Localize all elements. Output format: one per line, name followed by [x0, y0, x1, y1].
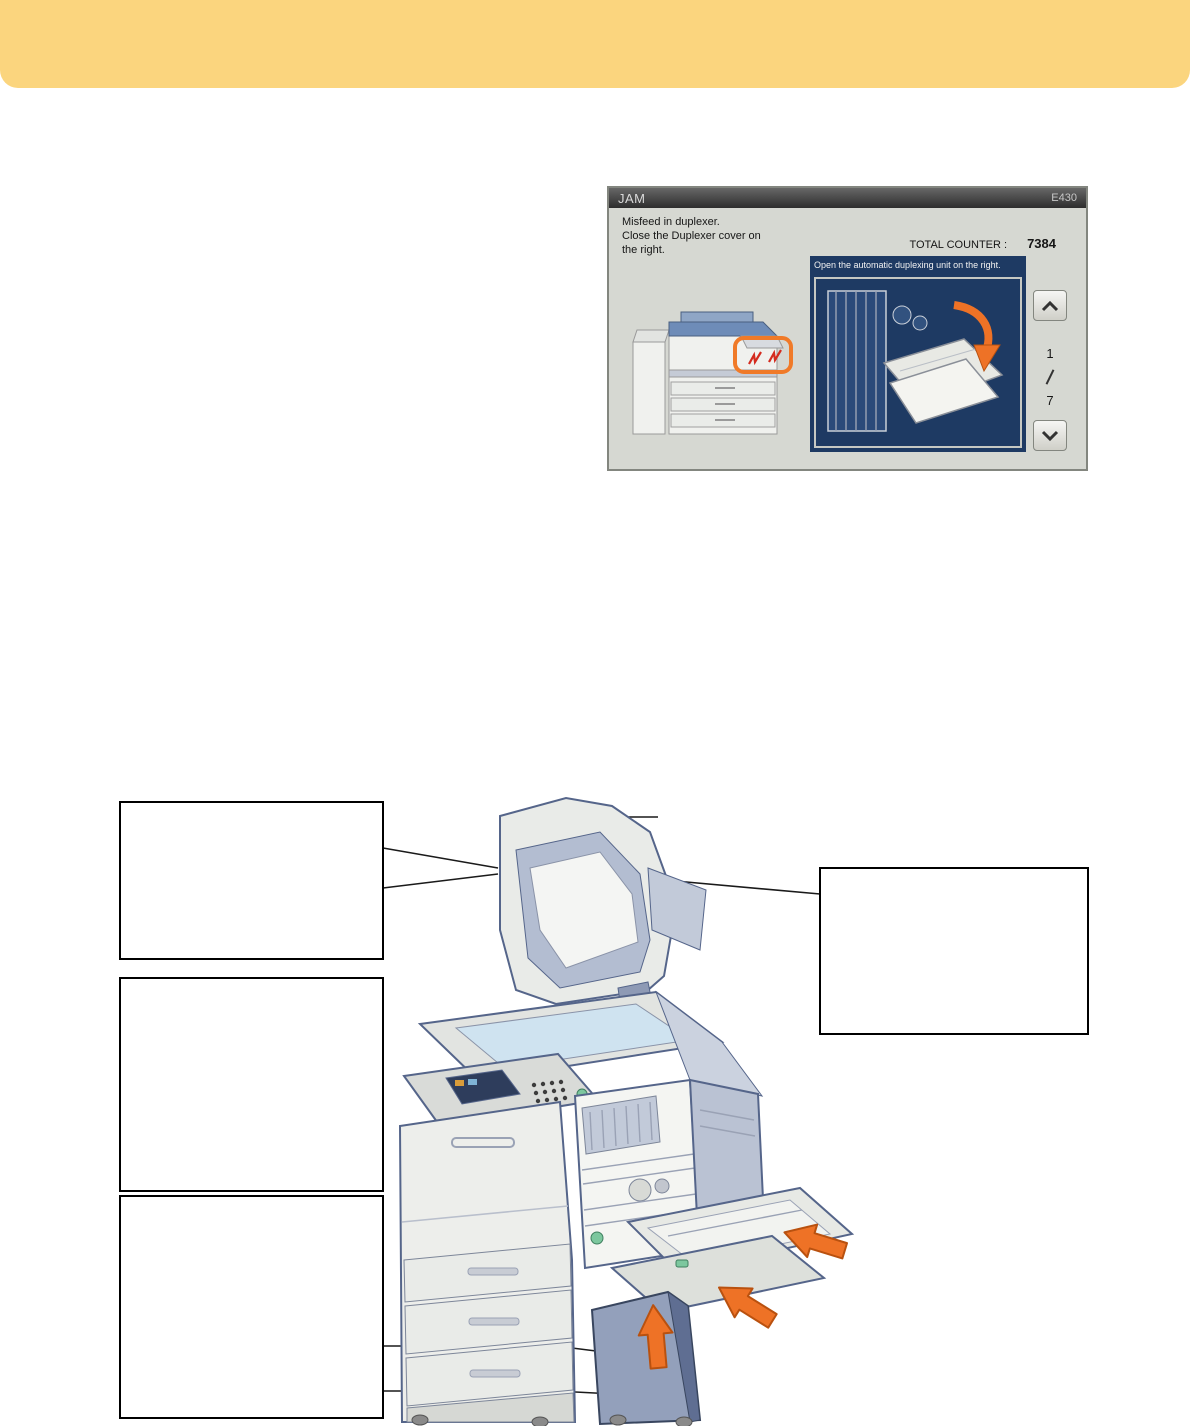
guide-illustration-svg	[816, 279, 1020, 446]
jam-icon	[748, 349, 782, 366]
jam-locations-diagram	[0, 790, 1190, 1426]
total-counter-value: 7384	[1027, 236, 1056, 251]
total-counter: TOTAL COUNTER : 7384	[909, 235, 1056, 253]
adf-document-tray	[647, 867, 707, 951]
touch-screen	[445, 1069, 521, 1105]
callout-paper-feeder-upper	[119, 977, 384, 1192]
page-total: 7	[1046, 393, 1054, 408]
touch-panel-screenshot: JAM E430 Misfeed in duplexer. Close the …	[607, 186, 1088, 471]
casters	[411, 1414, 693, 1426]
page-current: 1	[1046, 346, 1054, 361]
top-banner	[0, 0, 1190, 88]
jam-instruction: Open the automatic duplexing unit on the…	[814, 260, 1001, 270]
paper-drawers	[403, 1243, 575, 1423]
lower-right-cover	[590, 1290, 702, 1426]
callout-paper-feeder-lower	[119, 1195, 384, 1419]
jam-location-illustration	[623, 274, 808, 452]
jam-guide-illustration	[814, 277, 1022, 448]
jam-title: JAM	[618, 190, 646, 206]
open-bypass-tray	[625, 1186, 855, 1274]
jam-error-code: E430	[1051, 192, 1077, 204]
jam-pager: 1 7	[1033, 188, 1067, 473]
mini-copier-svg	[632, 311, 793, 435]
jam-screen-header: JAM E430	[609, 188, 1086, 208]
callout-adf-open	[819, 867, 1089, 1035]
main-copier-illustration	[398, 796, 855, 1426]
keypad	[531, 1079, 568, 1104]
fraction-slash	[1045, 369, 1055, 385]
scroll-up-button	[1033, 290, 1067, 321]
callout-adf-jam-lever	[119, 801, 384, 960]
chevron-up-icon	[1041, 300, 1059, 311]
total-counter-label: TOTAL COUNTER :	[909, 239, 1008, 251]
chevron-down-icon	[1041, 430, 1059, 441]
jam-instruction-panel: Open the automatic duplexing unit on the…	[810, 256, 1026, 452]
page-indicator: 1 7	[1033, 346, 1067, 408]
jam-message: Misfeed in duplexer. Close the Duplexer …	[622, 216, 761, 256]
diagram-svg	[119, 796, 1089, 1426]
scroll-down-button	[1033, 420, 1067, 451]
jam-location-highlight	[733, 336, 793, 374]
